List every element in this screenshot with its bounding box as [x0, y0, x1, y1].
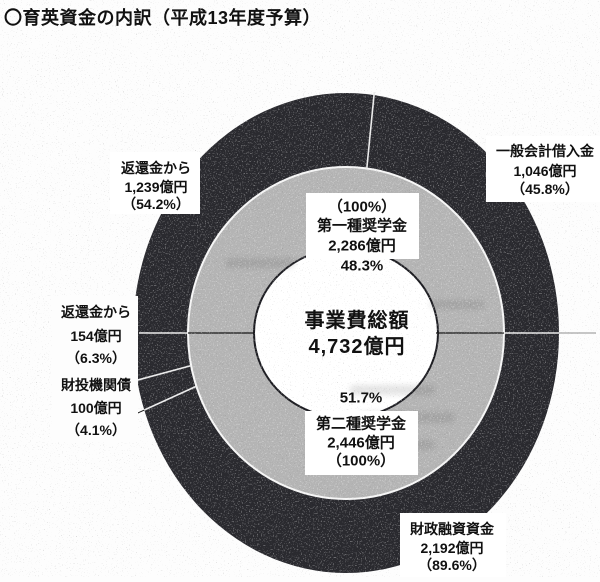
segment-name: 第二種奨学金 — [316, 415, 407, 433]
segment-name: 返還金から — [121, 160, 191, 176]
label-box — [110, 152, 200, 214]
segment-amount: 2,192億円 — [420, 540, 483, 556]
label-box — [52, 296, 138, 372]
segment-amount: 1,046億円 — [513, 163, 576, 179]
center-total-label: 事業費総額 4,732億円 — [305, 308, 410, 358]
segment-percent: （89.6%） — [418, 557, 486, 573]
segment-amount: 2,446億円 — [327, 434, 395, 452]
segment-name: 一般会計借入金 — [496, 143, 595, 159]
segment-amount: 1,239億円 — [124, 179, 187, 195]
label-box — [305, 411, 418, 475]
segment-own-percent: （100%） — [328, 198, 396, 216]
segment-amount: 2,286億円 — [328, 237, 396, 255]
label-box — [486, 136, 600, 202]
segment-name: 返還金から — [61, 304, 131, 320]
label-filp-funds: 財政融資資金 2,192億円 （89.6%） — [400, 513, 506, 577]
segment-amount: 100億円 — [70, 400, 121, 416]
segment-name: 第一種奨学金 — [317, 217, 408, 235]
label-general-account-borrowing: 一般会計借入金 1,046億円 （45.8%） — [486, 136, 600, 202]
label-repayments-type2: 返還金から 154億円 （6.3%） — [52, 296, 138, 372]
segment-name: 財政融資資金 — [409, 521, 495, 537]
segment-percent: （54.2%） — [122, 196, 190, 212]
segment-share: 51.7% — [340, 390, 383, 407]
total-label: 事業費総額 — [305, 308, 410, 332]
box-type1-scholarship: （100%） 第一種奨学金 2,286億円 48.3% — [306, 193, 419, 275]
label-repayments-type1: 返還金から 1,239億円 （54.2%） — [110, 152, 200, 214]
total-amount: 4,732億円 — [308, 334, 405, 358]
box-type2-scholarship: 51.7% 第二種奨学金 2,446億円 （100%） — [305, 390, 418, 475]
segment-percent: （45.8%） — [511, 181, 579, 197]
segment-own-percent: （100%） — [327, 452, 395, 470]
segment-share: 48.3% — [341, 258, 384, 275]
segment-amount: 154億円 — [70, 328, 121, 344]
label-box — [400, 513, 506, 577]
segment-percent: （4.1%） — [66, 422, 126, 438]
segment-percent: （6.3%） — [66, 350, 126, 366]
segment-name: 財投機関債 — [60, 377, 131, 393]
label-box — [52, 372, 138, 442]
label-box — [306, 193, 419, 259]
label-filp-agency-bonds: 財投機関債 100億円 （4.1%） — [52, 372, 138, 442]
